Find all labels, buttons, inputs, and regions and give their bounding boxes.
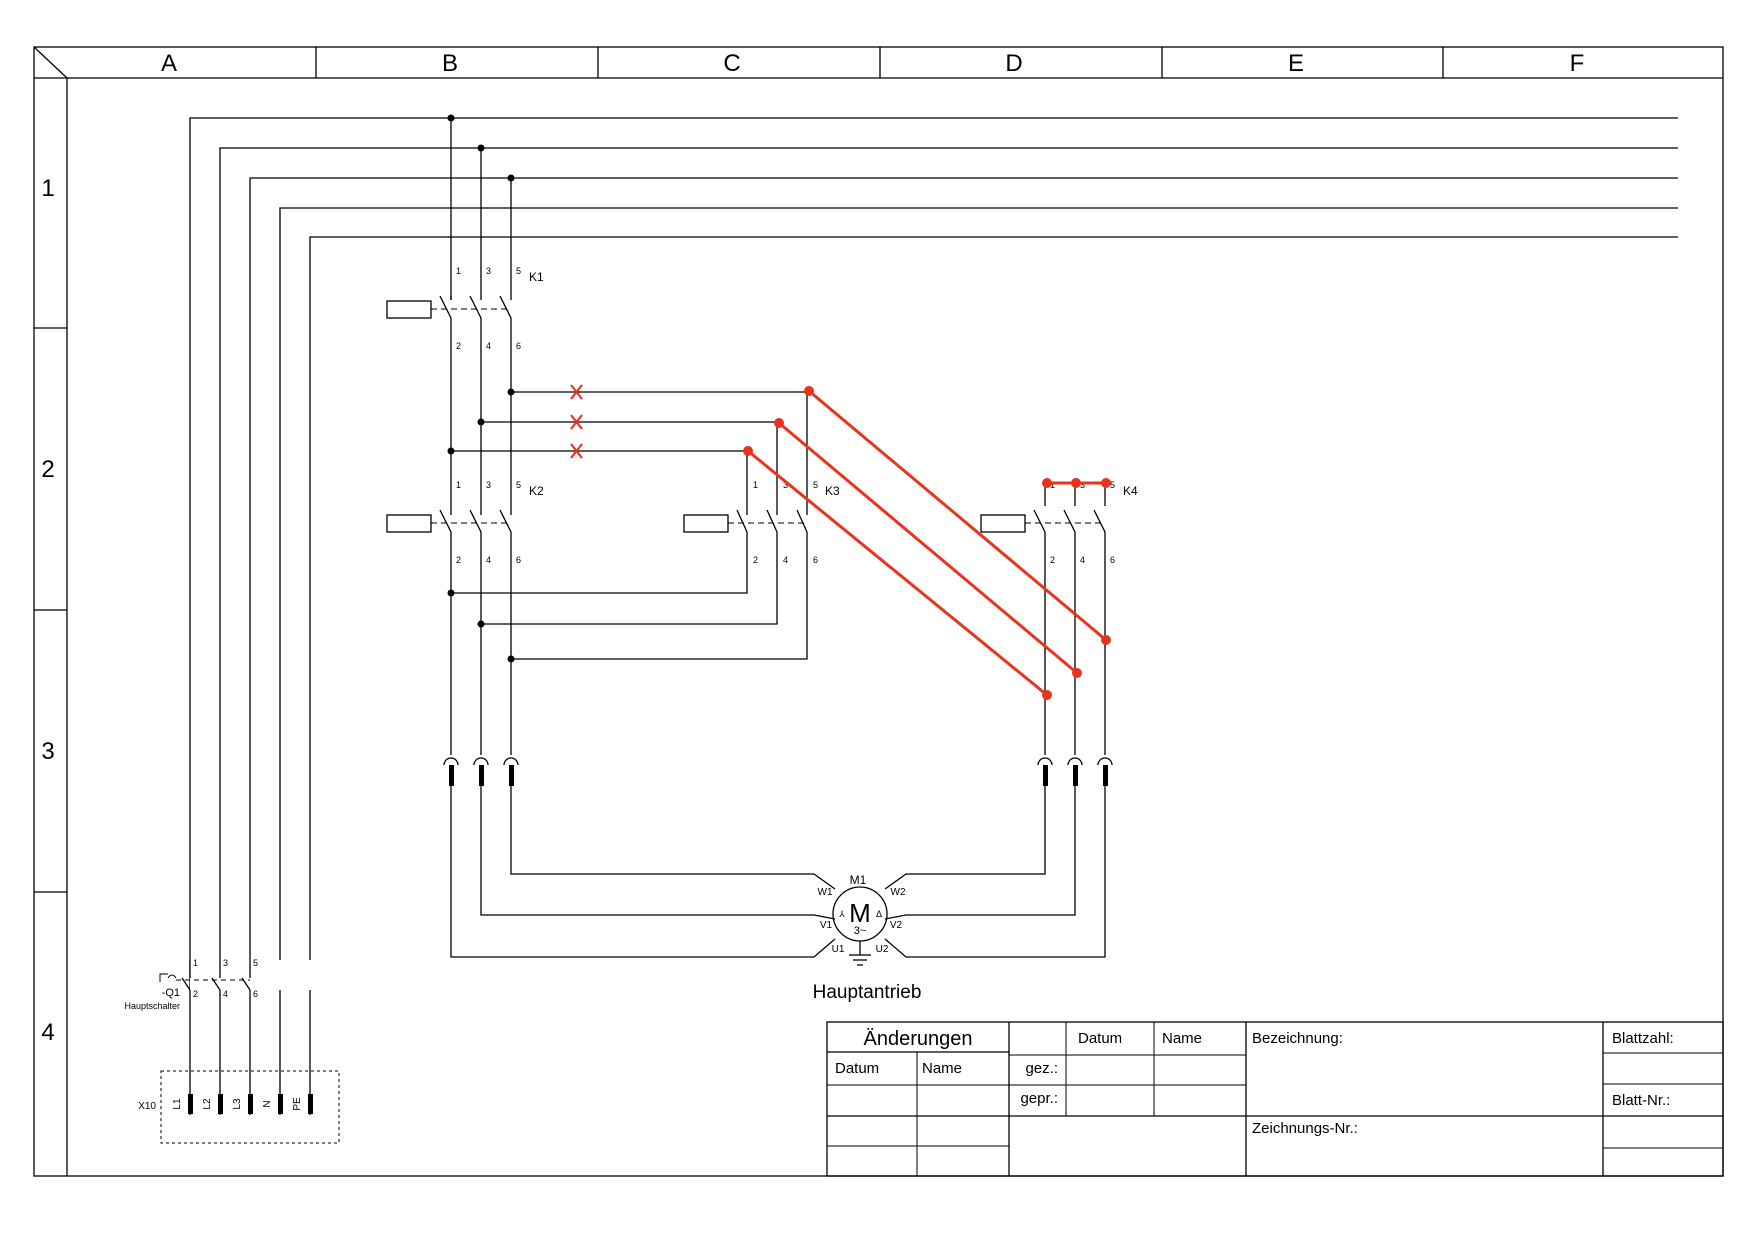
q1-terminal-4: 4 [223, 989, 228, 999]
tb-drawn: gez.: [1025, 1060, 1058, 1077]
motor-terminal-v1: V1 [820, 920, 833, 931]
cross-out-marks [570, 384, 583, 459]
q1-id: -Q1 [162, 987, 180, 999]
tb-checked: gepr.: [1020, 1090, 1058, 1107]
k4-terminal-4: 4 [1080, 555, 1085, 565]
motor-wiring [450, 786, 1106, 958]
k1-terminal-3: 3 [486, 266, 491, 276]
row-label-4: 4 [41, 1019, 54, 1046]
correction-dots [743, 386, 1111, 700]
x10-terminal-l3: L3 [232, 1098, 243, 1110]
k1-output-branches [447, 388, 808, 515]
k4-terminal-1: 1 [1050, 480, 1055, 490]
k1-terminal-6: 6 [516, 341, 521, 351]
motor-type: 3~ [854, 925, 867, 937]
plug-connectors [443, 757, 1113, 786]
k3-terminal-2: 2 [753, 555, 758, 565]
motor-terminal-w1: W1 [818, 887, 833, 898]
k2-terminal-3: 3 [486, 480, 491, 490]
tb-changes: Änderungen [864, 1028, 973, 1050]
q1-name: Hauptschalter [124, 1001, 180, 1011]
drawing-frame [33, 46, 1724, 1177]
k3-terminal-1: 1 [753, 480, 758, 490]
motor-caption: Hauptantrieb [813, 982, 922, 1003]
k1-terminal-4: 4 [486, 341, 491, 351]
row-label-3: 3 [41, 738, 54, 765]
k2-terminal-4: 4 [486, 555, 491, 565]
k2-terminal-1: 1 [456, 480, 461, 490]
k4-terminal-3: 3 [1080, 480, 1085, 490]
k2-terminal-6: 6 [516, 555, 521, 565]
k3-terminal-3: 3 [783, 480, 788, 490]
row-label-1: 1 [41, 175, 54, 202]
q1-terminal-3: 3 [223, 958, 228, 968]
row-labels: 1 2 3 4 [41, 175, 54, 1046]
k4-terminal-6: 6 [1110, 555, 1115, 565]
tb-changes-name: Name [922, 1060, 962, 1077]
column-label-c: C [723, 50, 740, 77]
motor-id: M1 [850, 873, 867, 887]
motor-terminal-v2: V2 [890, 920, 903, 931]
contactor-k4: 1 3 5 2 4 6 K4 [980, 480, 1138, 755]
tb-changes-date: Datum [835, 1060, 879, 1077]
column-label-f: F [1570, 50, 1585, 77]
k1-terminal-5: 5 [516, 266, 521, 276]
q1-terminal-6: 6 [253, 989, 258, 999]
row-label-2: 2 [41, 456, 54, 483]
motor-m1: M 3~ ⅄ Δ M1 W1 V1 U1 W2 V2 U2 Hauptantri… [813, 873, 922, 1003]
contactor-k3: 1 3 5 2 4 6 K3 [683, 480, 840, 565]
tb-name: Name [1162, 1030, 1202, 1047]
k4-label: K4 [1123, 484, 1138, 498]
q1-terminal-5: 5 [253, 958, 258, 968]
tb-sheet-count: Blattzahl: [1612, 1030, 1674, 1047]
column-label-e: E [1288, 50, 1304, 77]
x10-terminal-n: N [262, 1100, 273, 1107]
title-block: Änderungen Datum Name Datum Name gez.: g… [826, 1021, 1724, 1177]
k4-terminal-2: 2 [1050, 555, 1055, 565]
k3-output-branches [447, 532, 808, 663]
tb-date: Datum [1078, 1030, 1122, 1047]
k1-label: K1 [529, 270, 544, 284]
x10-terminal-l1: L1 [172, 1098, 183, 1110]
x10-terminal-pe: PE [292, 1097, 303, 1111]
motor-symbol: M [849, 898, 871, 928]
motor-terminal-u1: U1 [832, 944, 845, 955]
column-label-b: B [442, 50, 458, 77]
k1-terminal-1: 1 [456, 266, 461, 276]
k4-terminal-5: 5 [1110, 480, 1115, 490]
k3-terminal-6: 6 [813, 555, 818, 565]
k3-terminal-4: 4 [783, 555, 788, 565]
q1-terminal-1: 1 [193, 958, 198, 968]
x10-terminal-l2: L2 [202, 1098, 213, 1110]
k1-terminal-2: 2 [456, 341, 461, 351]
main-switch-q1: 1 3 5 2 4 6 -Q1 Hauptschalter [124, 958, 315, 1011]
k3-label: K3 [825, 484, 840, 498]
x10-id: X10 [138, 1101, 156, 1112]
tb-drawing-no: Zeichnungs-Nr.: [1252, 1120, 1358, 1137]
correction-wire-2 [778, 421, 1078, 675]
correction-wire-1 [808, 389, 1107, 642]
q1-terminal-2: 2 [193, 989, 198, 999]
column-labels: A B C D E F [161, 50, 1584, 77]
tb-sheet-no: Blatt-Nr.: [1612, 1092, 1670, 1109]
tb-designation: Bezeichnung: [1252, 1030, 1343, 1047]
k3-terminal-5: 5 [813, 480, 818, 490]
supply-buses [189, 117, 1678, 1115]
k2-terminal-2: 2 [456, 555, 461, 565]
column-label-d: D [1005, 50, 1022, 77]
delta-symbol: Δ [876, 909, 882, 919]
feeder-lines [447, 114, 515, 755]
star-symbol: ⅄ [838, 909, 845, 919]
terminal-strip-x10: X10 L1 L2 L3 N PE [138, 1070, 340, 1144]
contactor-k2: 1 3 5 2 4 6 K2 [386, 480, 544, 565]
column-label-a: A [161, 50, 177, 77]
k2-terminal-5: 5 [516, 480, 521, 490]
correction-wire-3 [747, 449, 1048, 697]
red-corrections [570, 384, 1111, 700]
motor-terminal-u2: U2 [876, 944, 889, 955]
motor-terminal-w2: W2 [891, 887, 906, 898]
contactor-k1: 1 3 5 2 4 6 K1 [386, 266, 544, 351]
k2-label: K2 [529, 484, 544, 498]
